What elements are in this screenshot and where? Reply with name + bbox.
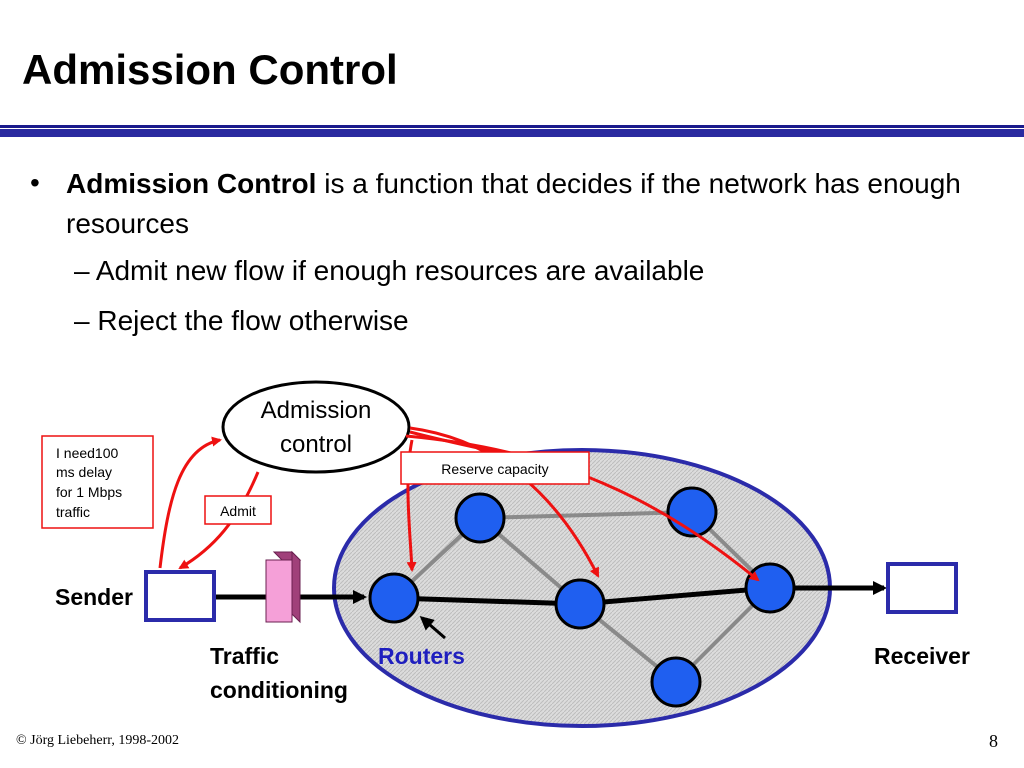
routers-pointer [419, 616, 446, 640]
request-line-1: I need100 [56, 445, 118, 461]
router-egress [744, 562, 796, 614]
traffic-conditioning-line2: conditioning [210, 677, 348, 703]
page-number: 8 [989, 731, 998, 751]
sub-bullet-1: – Admit new flow if enough resources are… [74, 255, 705, 286]
sub-bullet-1-text: Admit new flow if enough resources are a… [95, 255, 705, 286]
reserve-capacity-note [400, 451, 590, 485]
sub-bullet-2-text: Reject the flow otherwise [97, 305, 409, 336]
admission-label-line2: control [280, 431, 352, 458]
bullet-definition: is a function that decides if the networ… [66, 168, 961, 239]
title-rule-thin [0, 125, 1024, 128]
admission-control-node [221, 380, 411, 474]
routers-label: Routers [378, 643, 465, 669]
request-line-3: for 1 Mbps [56, 484, 122, 500]
copyright-footer: © Jörg Liebeherr, 1998-2002 [16, 733, 180, 748]
router-bottom [650, 656, 702, 708]
receiver-box [886, 562, 958, 614]
request-note [41, 435, 154, 529]
traffic-conditioner [265, 550, 302, 624]
slide-title: Admission Control [22, 46, 398, 93]
bullet-bold-term: Admission Control [66, 168, 317, 199]
request-line-2: ms delay [56, 464, 112, 480]
sender-box [144, 570, 216, 622]
admit-label: Admit [220, 503, 256, 519]
router-middle [554, 578, 606, 630]
bullet-text: Admission Control is a function that dec… [66, 164, 996, 244]
admission-label-line1: Admission [261, 397, 372, 424]
title-rule-thick [0, 129, 1024, 137]
router-top-right [666, 486, 718, 538]
bullet-dot: • [30, 167, 40, 198]
receiver-label: Receiver [874, 643, 970, 669]
reserve-capacity-label: Reserve capacity [441, 461, 548, 477]
request-line-4: traffic [56, 504, 90, 520]
router-ingress [368, 572, 420, 624]
admit-note [204, 495, 272, 525]
router-top-left [454, 492, 506, 544]
sender-label: Sender [55, 584, 133, 610]
traffic-conditioning-line1: Traffic [210, 643, 279, 669]
sub-bullet-2: – Reject the flow otherwise [74, 305, 409, 336]
